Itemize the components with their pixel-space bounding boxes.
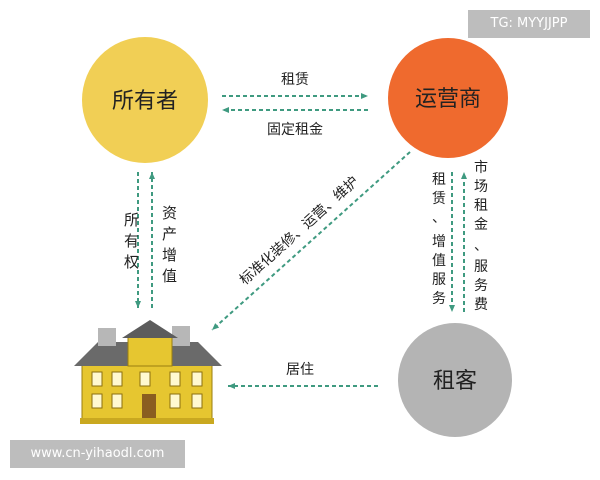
arrow-operator-to-house bbox=[211, 151, 411, 331]
edge-label-lease: 租赁 bbox=[281, 72, 309, 88]
owner-node bbox=[82, 37, 208, 163]
edge-label-asset-appreciation: 资 产 增 值 bbox=[162, 204, 182, 285]
tenant-node bbox=[398, 323, 512, 437]
tg-watermark: TG: MYYJJPP bbox=[468, 10, 590, 38]
tenant-label: 租客 bbox=[433, 369, 477, 394]
owner-label: 所有者 bbox=[112, 89, 178, 114]
edge-label-ownership: 所 有 权 bbox=[124, 211, 144, 271]
edge-label-lease-value-added: 租 赁 、 增 值 服 务 bbox=[432, 172, 450, 307]
house-illustration bbox=[74, 320, 222, 424]
operator-node bbox=[388, 38, 508, 158]
edge-label-residence: 居住 bbox=[286, 362, 314, 378]
operator-label: 运营商 bbox=[415, 87, 481, 112]
edge-label-fixed-rent: 固定租金 bbox=[267, 122, 323, 138]
edge-label-standardized-services: 标准化装修、运营、维护 bbox=[237, 174, 362, 289]
url-watermark: www.cn-yihaodl.com bbox=[10, 440, 185, 468]
edge-label-market-rent-fee: 市 场 租 金 、 服 务 费 bbox=[474, 159, 492, 313]
